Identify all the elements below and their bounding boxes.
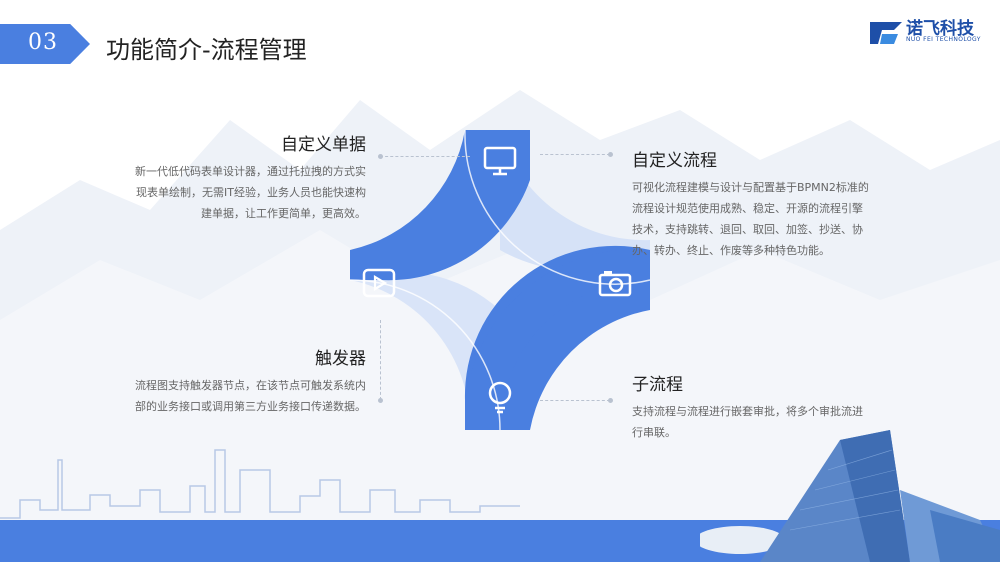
skyscraper-image [700,430,1000,562]
section-number: 03 [28,30,58,55]
connector-dot [378,398,383,403]
feature-title: 自定义单据 [281,135,366,155]
company-logo-text: 诺飞科技 [906,19,974,39]
feature-description: 可视化流程建模与设计与配置基于BPMN2标准的流程设计规范使用成熟、稳定、开源的… [632,181,869,257]
camera-icon [598,271,632,297]
section-number-tab [0,24,90,64]
feature-custom-workflow: 自定义流程 可视化流程建模与设计与配置基于BPMN2标准的流程设计规范使用成熟、… [632,146,870,261]
connector-dot [608,152,613,157]
page-title: 功能简介-流程管理 [106,36,307,64]
connector-dot [608,398,613,403]
monitor-icon [483,146,517,176]
connector-line [380,156,470,157]
feature-trigger: 触发器 流程图支持触发器节点，在该节点可触发系统内部的业务接口或调用第三方业务接… [130,344,366,417]
company-logo-mark [870,22,902,44]
feature-description: 支持流程与流程进行嵌套审批，将多个审批流进行串联。 [632,405,863,439]
feature-title: 子流程 [632,375,683,395]
connector-dot [378,154,383,159]
play-icon [362,268,396,298]
lightbulb-icon [488,381,512,414]
feature-diagram [349,129,651,431]
feature-custom-form: 自定义单据 新一代低代码表单设计器，通过托拉拽的方式实现表单绘制，无需IT经验，… [130,130,366,224]
connector-line [380,320,381,400]
connector-line [540,400,610,401]
company-logo-subtitle: NUO FEI TECHNOLOGY [906,36,981,43]
city-skyline [0,449,520,519]
feature-description: 流程图支持触发器节点，在该节点可触发系统内部的业务接口或调用第三方业务接口传递数… [135,379,366,413]
feature-subprocess: 子流程 支持流程与流程进行嵌套审批，将多个审批流进行串联。 [632,370,870,443]
feature-title: 触发器 [315,349,366,369]
connector-line [540,154,610,155]
feature-title: 自定义流程 [632,151,717,171]
feature-description: 新一代低代码表单设计器，通过托拉拽的方式实现表单绘制，无需IT经验，业务人员也能… [135,165,366,220]
